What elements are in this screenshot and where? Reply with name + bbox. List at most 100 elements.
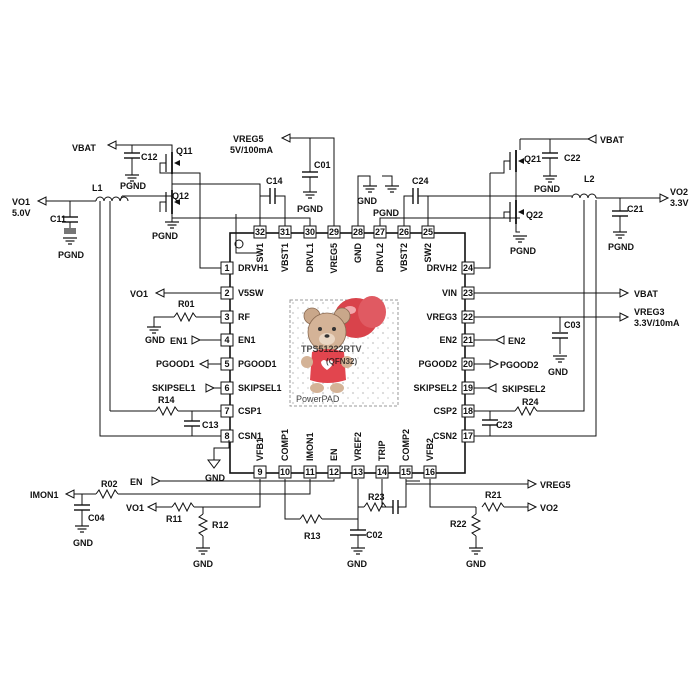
pin-9-label: VFB1	[255, 438, 265, 461]
gnd-label-c04: GND	[73, 538, 94, 548]
imon1-arrow	[64, 489, 75, 499]
c24-label: C24	[412, 176, 429, 186]
r01-label: R01	[178, 299, 195, 309]
c21-label: C21	[627, 204, 644, 214]
en-arrow	[151, 476, 162, 486]
pgnd-symbol-c01	[302, 191, 318, 199]
pin-25-label: SW2	[423, 243, 433, 263]
pin-9-box	[253, 465, 267, 479]
pin-26-label: VBST2	[399, 243, 409, 272]
pin-32-label: SW1	[255, 243, 265, 263]
skipsel2-arrow	[486, 383, 497, 393]
pin-2-label: V5SW	[238, 288, 264, 298]
vo1-label: VO1	[12, 197, 30, 207]
gnd-label-c03: GND	[548, 367, 569, 377]
pin-4-label: EN1	[238, 335, 256, 345]
en2-arrow	[494, 335, 505, 345]
pin-14-box	[375, 465, 389, 479]
vbat-label-left: VBAT	[72, 143, 96, 153]
vbat-arrow-right	[586, 134, 597, 144]
gnd-label-c02: GND	[347, 559, 368, 569]
l1-label: L1	[92, 183, 103, 193]
pin-21-number: 21	[463, 335, 473, 345]
pgnd-label-c01: PGND	[297, 204, 324, 214]
pin-14-label: TRIP	[377, 440, 387, 461]
pin-29-label: VREG5	[329, 243, 339, 274]
vo1-bottom-arrow	[146, 502, 157, 512]
vo1-signal-arrow	[154, 288, 165, 298]
pin-12-number: 12	[329, 467, 339, 477]
vo2-bottom-arrow	[527, 502, 538, 512]
vbat-label-mid: VBAT	[634, 289, 658, 299]
package-label: (QFN32)	[326, 357, 357, 366]
gnd-symbol-r01	[146, 326, 162, 334]
pin-16-box	[423, 465, 437, 479]
pin-11-number: 11	[305, 467, 315, 477]
pin-12-label: EN	[329, 448, 339, 461]
r14-label: R14	[158, 395, 175, 405]
r24-label: R24	[522, 397, 539, 407]
pgnd-label-q12: PGND	[152, 231, 179, 241]
r21-label: R21	[485, 490, 502, 500]
pin-18-label: CSP2	[433, 406, 457, 416]
pin-1-number: 1	[224, 263, 229, 273]
pin-28-number: 28	[353, 227, 363, 237]
pgnd-symbol-c21	[612, 231, 628, 239]
pin-7-label: CSP1	[238, 406, 262, 416]
pin-16-number: 16	[425, 467, 435, 477]
gnd-label-top: GND	[357, 196, 378, 206]
c21-capacitor	[612, 210, 628, 217]
pin-19-number: 19	[463, 383, 473, 393]
pin-8-number: 8	[224, 431, 229, 441]
c-comp2-capacitor	[392, 500, 399, 514]
pin-8-label: CSN1	[238, 431, 262, 441]
pgnd-symbol-q22	[512, 235, 528, 243]
pin-13-number: 13	[353, 467, 363, 477]
r01-resistor	[173, 311, 197, 323]
gnd-symbol-ic	[207, 459, 221, 469]
vo1-value: 5.0V	[12, 208, 31, 218]
q21-mosfet	[509, 139, 524, 172]
vbat-arrow-mid	[619, 288, 630, 298]
c12-capacitor	[124, 152, 140, 159]
pgnd-symbol-c11	[62, 237, 78, 245]
pin-20-number: 20	[463, 359, 473, 369]
pin-23-number: 23	[463, 288, 473, 298]
r12-label: R12	[212, 520, 229, 530]
pin-30-label: DRVL1	[305, 243, 315, 272]
pin-31-label: VBST1	[280, 243, 290, 272]
c22-capacitor	[542, 152, 558, 159]
q11-label: Q11	[176, 146, 193, 156]
l2-inductor	[571, 193, 597, 199]
r23-resistor	[363, 501, 387, 513]
pin-22-label: VREG3	[426, 312, 457, 322]
pin-24-label: DRVH2	[427, 263, 457, 273]
c12-label: C12	[141, 152, 158, 162]
gnd-label-r22: GND	[466, 559, 487, 569]
vo2-bottom-label: VO2	[540, 503, 558, 513]
pgood1-arrow	[198, 359, 209, 369]
pin-10-number: 10	[280, 467, 290, 477]
pin-5-number: 5	[224, 359, 229, 369]
pin-3-label: RF	[238, 312, 250, 322]
r22-label: R22	[450, 519, 467, 529]
l1-inductor	[95, 196, 129, 202]
c23-label: C23	[496, 420, 513, 430]
en1-arrow	[191, 335, 202, 345]
vo2-arrow	[659, 193, 670, 203]
r23-label: R23	[368, 492, 385, 502]
q22-mosfet	[509, 200, 524, 224]
q22-label: Q22	[526, 210, 543, 220]
gnd-symbol-top	[362, 185, 378, 193]
pin-7-number: 7	[224, 406, 229, 416]
pin-23-label: VIN	[442, 288, 457, 298]
pin-27-label: DRVL2	[375, 243, 385, 272]
r13-label: R13	[304, 531, 321, 541]
vo1-bottom-label: VO1	[126, 503, 144, 513]
en1-signal-label: EN1	[170, 336, 188, 346]
pin-11-box	[303, 465, 317, 479]
c13-capacitor	[184, 420, 200, 427]
pin-3-number: 3	[224, 312, 229, 322]
pin-10-label: COMP1	[280, 429, 290, 461]
